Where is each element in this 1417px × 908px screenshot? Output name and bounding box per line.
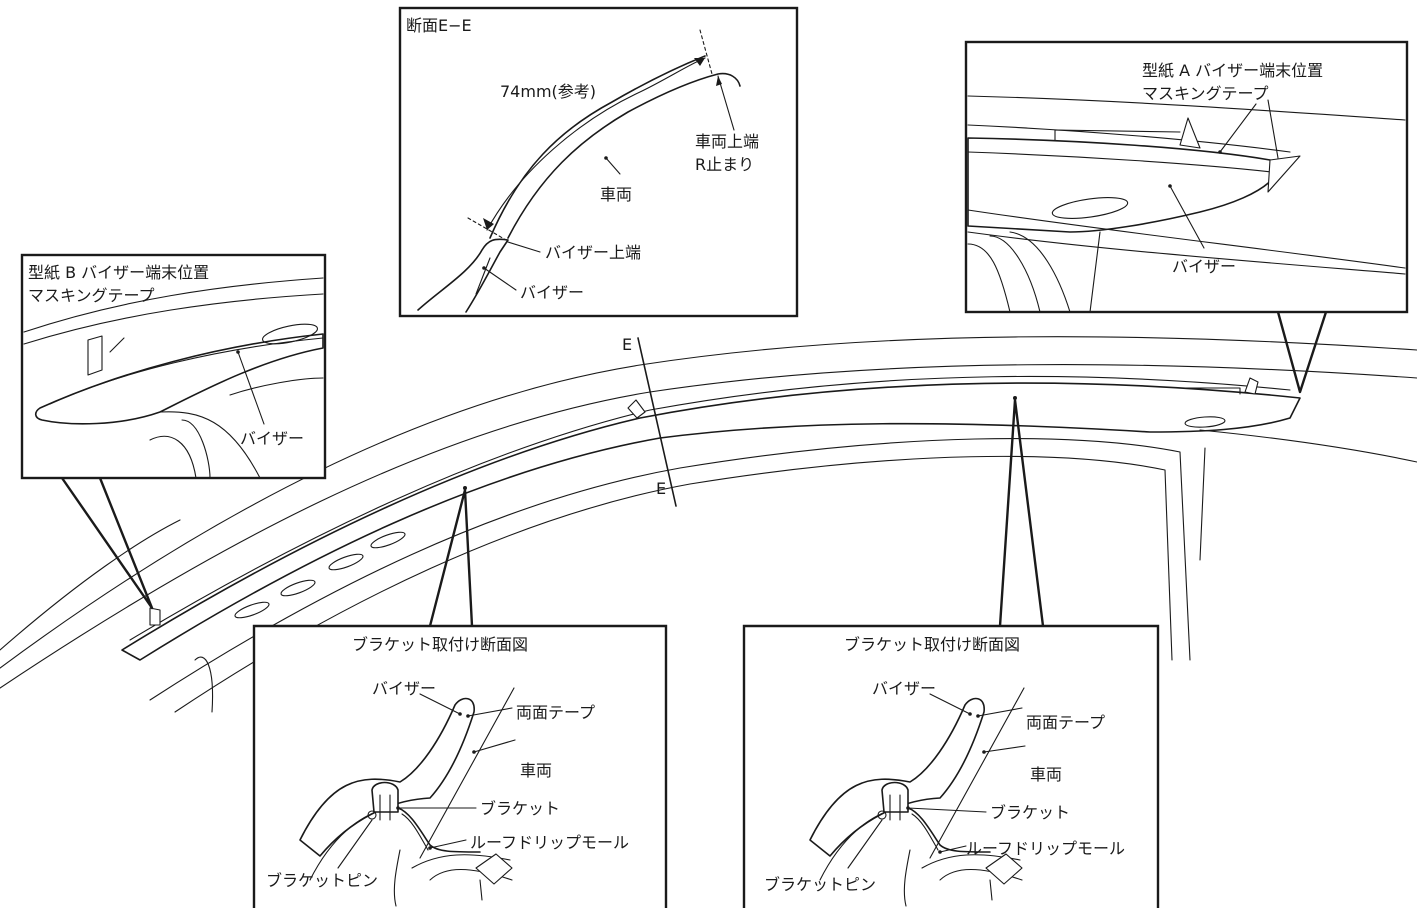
visor-profile (417, 238, 509, 313)
detail-a-visor-label: バイザー (1172, 257, 1236, 276)
detail-b-visor-label: バイザー (240, 429, 304, 448)
bracket-left-title: ブラケット取付け断面図 (352, 635, 528, 654)
pillar-line (194, 656, 214, 713)
roof-edge-outer (0, 336, 1417, 669)
bracket-section-right: ブラケット取付け断面図 バイザー 両面テープ 車両 ブラケット ルーフドリップモ… (742, 398, 1160, 908)
bracket-right-roof-drip: ルーフドリップモール (966, 839, 1125, 858)
cut-mark-lower: E (656, 479, 666, 498)
section-cut-line: E E (622, 335, 677, 507)
visor-slots (234, 416, 1226, 619)
visor-label: バイザー (520, 283, 584, 302)
bracket-section-left: ブラケット取付け断面図 バイザー 両面テープ 車両 ブラケット ルーフドリップモ… (252, 488, 668, 908)
masking-tape-center (627, 399, 646, 419)
vehicle-top-label-1: 車両上端 (695, 132, 759, 151)
section-ee-frame (398, 6, 799, 318)
cut-mark-upper: E (622, 335, 632, 354)
masking-tape-left (149, 607, 161, 626)
masking-tape-right (1244, 377, 1259, 395)
detail-a-title: 型紙 A バイザー端末位置 (1142, 61, 1323, 80)
bracket-left-frame (252, 624, 668, 908)
detail-a-frame (964, 40, 1409, 314)
bracket-left-bracket: ブラケット (480, 799, 560, 818)
bracket-right-title: ブラケット取付け断面図 (844, 635, 1020, 654)
bracket-right-pointer (998, 398, 1045, 628)
visor-detail-b (34, 333, 324, 425)
detail-a-pointer (1276, 310, 1328, 394)
visor-main-inner-line (129, 375, 1291, 641)
detail-b-title: 型紙 B バイザー端末位置 (28, 263, 209, 282)
section-ee-panel: 断面E−E 74mm(参考) 車両 車両上端 R止まり バイザー上端 バイザー (398, 6, 799, 318)
dimension-label: 74mm(参考) (500, 82, 596, 101)
roof-visor-main-drawing (0, 336, 1417, 713)
vehicle-roof-profile-inner (507, 72, 741, 239)
door-frame-line-2 (174, 455, 1173, 713)
detail-b-masking-label: マスキングテープ (28, 286, 155, 305)
bracket-right-bracket: ブラケット (990, 803, 1070, 822)
bracket-left-vehicle: 車両 (520, 761, 552, 780)
vehicle-roof-profile-outer (489, 55, 706, 239)
bracket-right-vehicle: 車両 (1030, 765, 1062, 784)
bracket-left-pointer (428, 488, 474, 628)
bracket-right-pin: ブラケットピン (764, 875, 876, 894)
bracket-right-visor: バイザー (872, 679, 936, 698)
detail-b-pointer (60, 476, 154, 610)
vehicle-label: 車両 (600, 185, 632, 204)
bracket-point-left (463, 486, 467, 490)
visor-main-outline (121, 382, 1301, 661)
visor-top-label: バイザー上端 (545, 243, 641, 262)
detail-a-panel: 型紙 A バイザー端末位置 マスキングテープ バイザー (964, 40, 1409, 394)
roof-outer-left (0, 519, 181, 651)
detail-a-masking-label: マスキングテープ (1142, 84, 1269, 103)
section-ee-title: 断面E−E (406, 16, 472, 35)
detail-b-panel: 型紙 B バイザー端末位置 マスキングテープ バイザー (20, 253, 327, 610)
door-frame-line-4 (1199, 447, 1206, 561)
detail-b-frame (20, 253, 327, 480)
masking-tape-right-strip (1184, 387, 1241, 395)
door-frame-line-3 (1199, 429, 1417, 463)
door-frame-line-1 (149, 438, 1191, 701)
bracket-left-roof-drip: ルーフドリップモール (470, 833, 629, 852)
bracket-left-pin: ブラケットピン (266, 871, 378, 890)
bracket-left-tape: 両面テープ (516, 703, 595, 722)
bracket-right-tape: 両面テープ (1026, 713, 1105, 732)
dimension-line (486, 57, 706, 231)
bracket-left-visor: バイザー (372, 679, 436, 698)
vehicle-top-label-2: R止まり (695, 155, 754, 174)
cut-line-e (637, 337, 677, 507)
bracket-point-right (1013, 396, 1017, 400)
